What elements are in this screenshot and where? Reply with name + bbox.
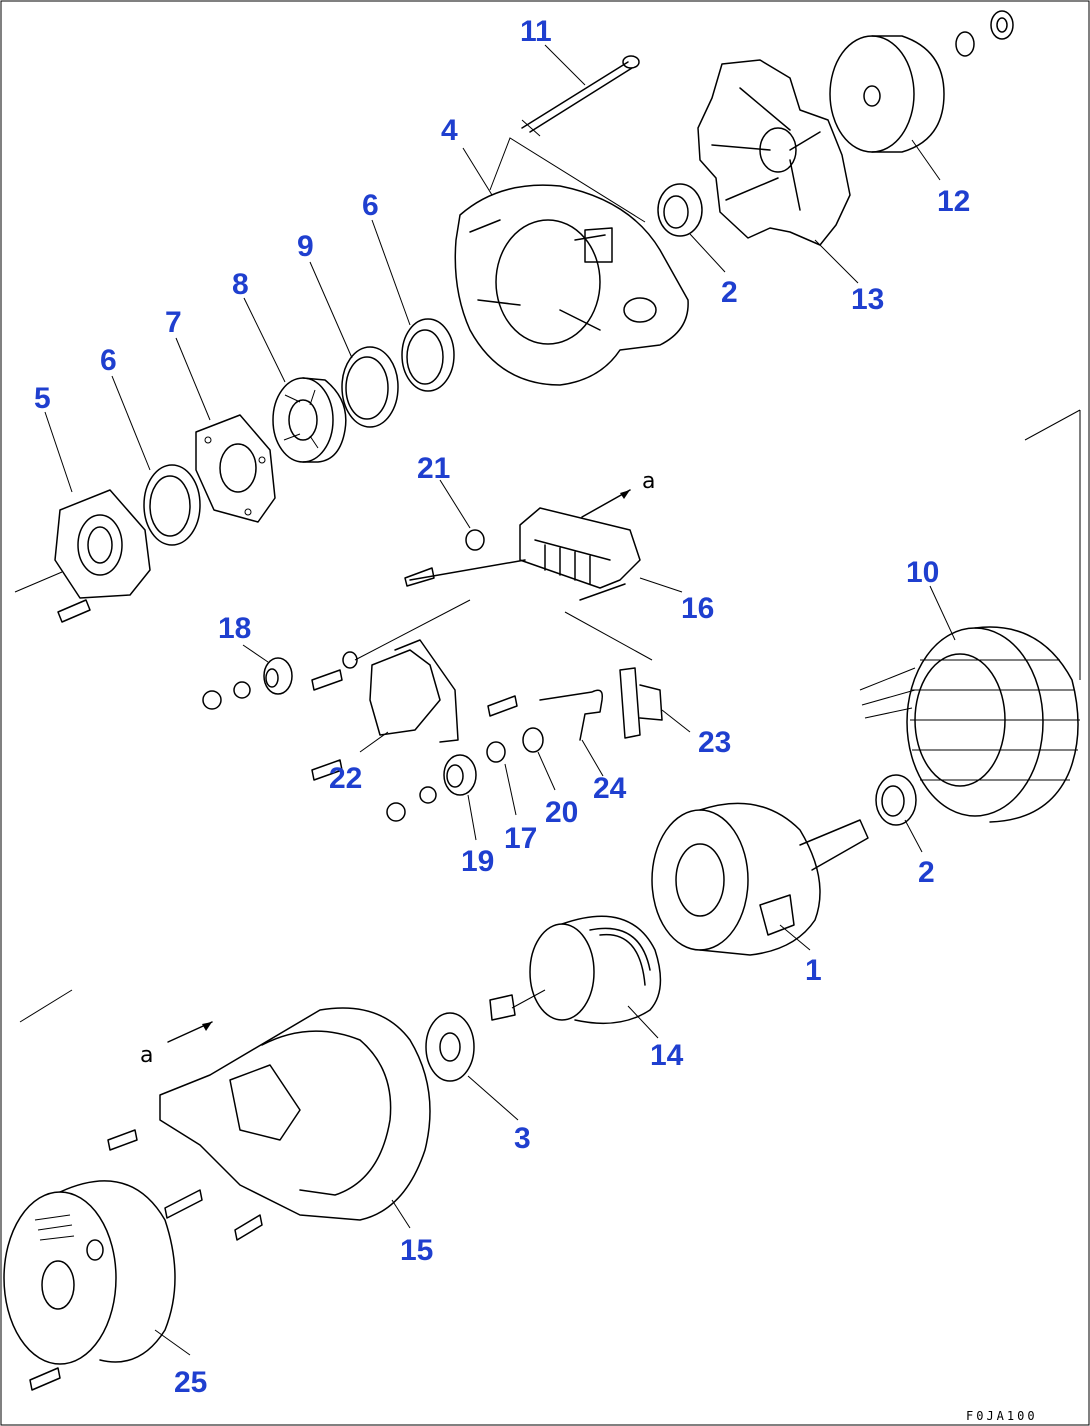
- callout-7: 7: [165, 306, 182, 339]
- part-17-bushing: [486, 741, 506, 763]
- part-22-regulator: [311, 599, 471, 781]
- callout-8: 8: [232, 268, 249, 301]
- part-5-bearing-cover: [14, 489, 151, 623]
- callout-5: 5: [34, 382, 51, 415]
- callout-17: 17: [504, 822, 537, 855]
- part-20-bushing: [522, 727, 544, 753]
- callout-1: 1: [805, 954, 822, 987]
- part-7-retainer-plate: [195, 414, 276, 523]
- view-marker-a-upper: a: [642, 469, 655, 494]
- callout-20: 20: [545, 796, 578, 829]
- part-15-rear-housing: [19, 989, 431, 1241]
- part-18-bushing: [202, 657, 293, 710]
- callout-18: 18: [218, 612, 251, 645]
- callout-19: 19: [461, 845, 494, 878]
- callout-6-lower: 6: [100, 344, 117, 377]
- callout-22: 22: [329, 762, 362, 795]
- callout-16: 16: [681, 592, 714, 625]
- part-23-plate: [564, 611, 663, 739]
- part-14-slip-ring-fan: [489, 915, 662, 1025]
- callout-21: 21: [417, 452, 450, 485]
- callout-9: 9: [297, 230, 314, 263]
- part-10-stator: [859, 409, 1081, 823]
- part-19-bushing: [386, 754, 477, 822]
- callout-25: 25: [174, 1366, 207, 1399]
- callout-4: 4: [441, 114, 458, 147]
- part-11-through-bolt: [521, 55, 640, 137]
- callout-10: 10: [906, 556, 939, 589]
- part-6-spacer-lower: [143, 464, 201, 546]
- part-16-rectifier: [404, 489, 641, 601]
- part-12-pulley: [829, 10, 1014, 153]
- leader-lines: [44, 44, 956, 1356]
- part-1-rotor: [651, 802, 869, 956]
- drawing-code: F0JA100: [966, 1409, 1038, 1423]
- callout-11: 11: [520, 15, 552, 48]
- callout-3: 3: [514, 1122, 531, 1155]
- part-3-bearing: [425, 1012, 475, 1082]
- part-8-bearing: [272, 377, 347, 463]
- part-4-front-housing: [454, 184, 689, 386]
- callout-2-lower: 2: [918, 856, 935, 889]
- callout-6-upper: 6: [362, 189, 379, 222]
- callout-2-upper: 2: [721, 276, 738, 309]
- callout-12: 12: [937, 185, 970, 218]
- callout-14: 14: [650, 1039, 684, 1072]
- part-24-bracket: [487, 689, 604, 741]
- part-2-bearing-upper: [657, 183, 703, 237]
- callout-23: 23: [698, 726, 731, 759]
- part-6-spacer-upper: [401, 318, 455, 392]
- part-25-rear-cover: [3, 1180, 176, 1391]
- part-9-washer: [341, 346, 399, 428]
- callout-24: 24: [593, 772, 627, 805]
- view-marker-a-lower: a: [140, 1043, 153, 1068]
- callout-13: 13: [851, 283, 884, 316]
- part-13-fan: [697, 59, 851, 246]
- callout-15: 15: [400, 1234, 433, 1267]
- part-2-bearing-lower: [875, 774, 917, 826]
